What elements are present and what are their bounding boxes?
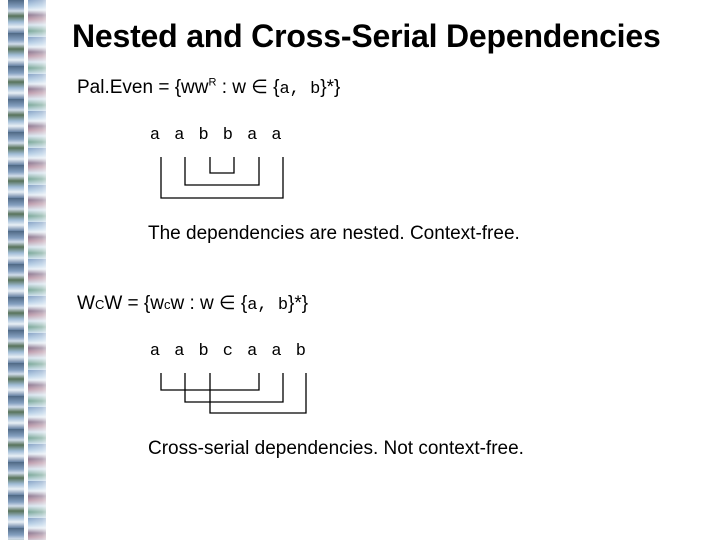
cross-caption: Cross-serial dependencies. Not context-f… [148, 438, 524, 460]
cross-dependency-b [210, 373, 306, 413]
cross-dependency-a2 [185, 373, 283, 402]
